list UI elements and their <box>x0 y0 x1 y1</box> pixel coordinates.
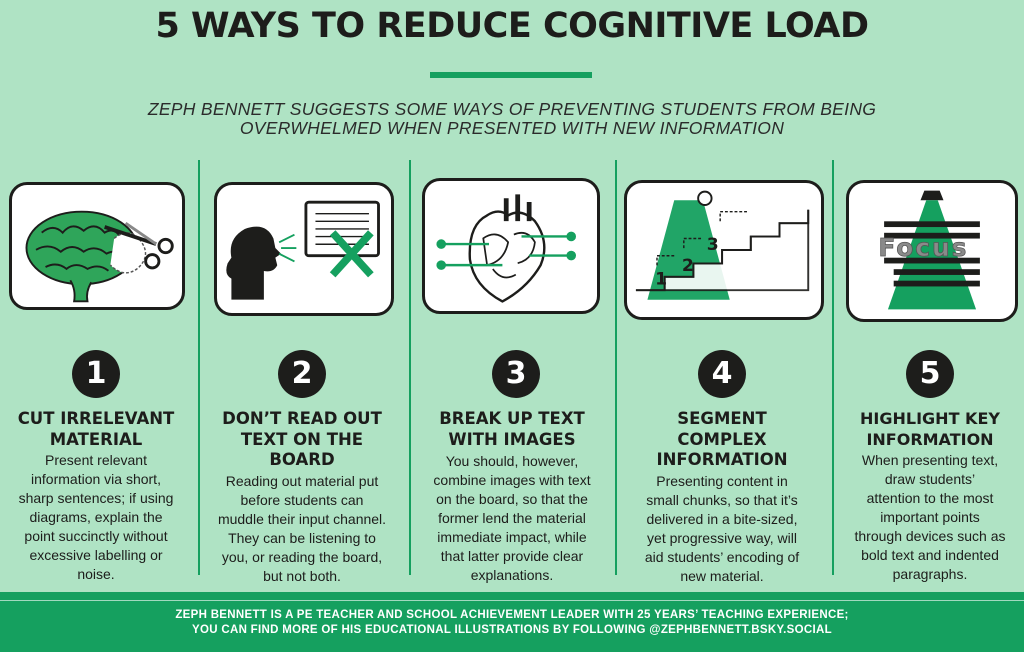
tip-2-illustration <box>214 182 394 316</box>
tip-2-title-line: BOARD <box>269 450 335 469</box>
tip-4-illustration: 1 2 3 <box>624 180 824 320</box>
tip-5-description-line: When presenting text, <box>861 452 999 468</box>
tip-5-number-badge: 5 <box>906 350 954 398</box>
tip-1-description: Present relevant information via short, … <box>0 451 198 584</box>
tip-1-title-line: MATERIAL <box>49 429 143 449</box>
tip-2-description-line: They can be listening to <box>228 530 376 546</box>
numbered-staircase-icon: 1 2 3 <box>635 190 810 300</box>
tip-3-description-line: on the board, so that the <box>436 491 588 507</box>
tip-1-description-line: Present relevant <box>45 452 147 468</box>
tip-4-title-line: COMPLEX <box>677 429 767 449</box>
tip-3-title: BREAK UP TEXT WITH IMAGES <box>410 409 614 450</box>
tip-4-description: Presenting content in small chunks, so t… <box>620 472 824 586</box>
subtitle-line-2: OVERWHELMED WHEN PRESENTED WITH NEW INFO… <box>239 118 785 138</box>
tip-5-illustration: Focus <box>846 180 1018 322</box>
tip-1-description-line: excessive labelling or <box>29 547 163 563</box>
tip-4-description-line: delivered in a bite-sized, <box>646 511 798 527</box>
column-divider <box>615 160 617 575</box>
tip-5-description-line: through devices such as <box>854 528 1006 544</box>
tip-2-title-line: DON’T READ OUT <box>222 409 382 428</box>
stair-step-label: 2 <box>682 256 694 276</box>
tip-column-4: 1 2 3 4 SEGMENT COMPLEX INFORMATION Pres… <box>620 178 824 584</box>
tip-3-number-badge: 3 <box>492 350 540 398</box>
tip-1-description-line: information via short, <box>31 471 161 487</box>
tip-3-title-line: BREAK UP TEXT <box>439 409 585 428</box>
tip-5-title-line: HIGHLIGHT KEY <box>860 409 1000 428</box>
tip-5-title-line: INFORMATION <box>866 429 994 449</box>
tip-5-description-line: bold text and indented <box>861 547 999 563</box>
tip-3-title-line: WITH IMAGES <box>448 429 576 449</box>
tip-4-title-line: INFORMATION <box>656 450 788 469</box>
tip-3-description-line: explanations. <box>470 567 554 583</box>
tip-5-title: HIGHLIGHT KEY INFORMATION <box>828 409 1024 450</box>
tip-3-description: You should, however, combine images with… <box>410 452 614 585</box>
tip-1-title: CUT IRRELEVANT MATERIAL <box>0 409 198 450</box>
infographic-subtitle: ZEPH BENNETT SUGGESTS SOME WAYS OF PREVE… <box>60 100 964 138</box>
tip-2-description-line: but not both. <box>263 568 341 584</box>
tip-4-description-line: aid students’ encoding of <box>644 549 800 565</box>
tip-3-description-line: that latter provide clear <box>440 548 584 564</box>
title-underline <box>430 72 592 78</box>
tip-2-description-line: you, or reading the board, <box>221 549 383 565</box>
stair-step-label: 3 <box>707 235 719 255</box>
tip-2-description-line: muddle their input channel. <box>217 511 387 527</box>
tip-1-illustration <box>9 182 185 310</box>
tip-column-5: Focus 5 HIGHLIGHT KEY INFORMATION When p… <box>828 178 1024 582</box>
tip-1-description-line: noise. <box>77 566 115 582</box>
tip-4-title: SEGMENT COMPLEX INFORMATION <box>620 409 824 471</box>
tip-1-title-line: CUT IRRELEVANT <box>17 409 175 428</box>
speaking-head-board-icon <box>226 200 380 300</box>
tip-1-description-line: point succinctly without <box>24 528 168 544</box>
tip-column-3: 3 BREAK UP TEXT WITH IMAGES You should, … <box>410 178 614 583</box>
tip-4-title-line: SEGMENT <box>677 409 767 428</box>
footer-credit: ZEPH BENNETT IS A PE TEACHER AND SCHOOL … <box>0 608 1024 638</box>
tip-4-description-line: Presenting content in <box>656 473 788 489</box>
tip-1-number-badge: 1 <box>72 350 120 398</box>
stair-step-label: 1 <box>655 269 667 289</box>
tip-2-description-line: Reading out material put <box>225 473 379 489</box>
tip-5-description-line: important points <box>880 509 980 525</box>
tip-1-description-line: sharp sentences; if using <box>18 490 174 506</box>
tip-3-description-line: You should, however, <box>445 453 579 469</box>
tip-2-description: Reading out material put before students… <box>200 472 404 586</box>
tip-3-illustration <box>422 178 600 314</box>
footer-rule <box>0 600 1024 601</box>
tip-5-description-line: paragraphs. <box>892 566 968 582</box>
footer-banner: ZEPH BENNETT IS A PE TEACHER AND SCHOOL … <box>0 592 1024 652</box>
tip-5-description-line: attention to the most <box>866 490 994 506</box>
subtitle-line-1: ZEPH BENNETT SUGGESTS SOME WAYS OF PREVE… <box>147 99 877 119</box>
tip-3-description-line: former lend the material <box>438 510 586 526</box>
tip-4-number-badge: 4 <box>698 350 746 398</box>
tip-1-description-line: diagrams, explain the <box>29 509 163 525</box>
labelled-heart-diagram-icon <box>436 194 576 303</box>
brain-scissors-icon <box>25 210 174 303</box>
tip-2-description-line: before students can <box>240 492 364 508</box>
column-divider <box>198 160 200 575</box>
spotlight-focus-icon: Focus <box>878 190 980 310</box>
infographic-title: 5 WAYS TO REDUCE COGNITIVE LOAD <box>155 6 869 46</box>
tip-5-description-line: draw students’ <box>884 471 976 487</box>
tip-2-number-badge: 2 <box>278 350 326 398</box>
tip-column-1: 1 CUT IRRELEVANT MATERIAL Present releva… <box>0 178 198 582</box>
tip-5-description: When presenting text, draw students’ att… <box>828 451 1024 584</box>
tip-3-description-line: immediate impact, while <box>437 529 587 545</box>
column-divider <box>832 160 834 575</box>
tip-4-description-line: small chunks, so that it’s <box>646 492 798 508</box>
tip-2-title-line: TEXT ON THE <box>240 429 364 449</box>
column-divider <box>409 160 411 575</box>
tip-4-description-line: yet progressive way, will <box>647 530 797 546</box>
tip-3-description-line: combine images with text <box>433 472 591 488</box>
tip-column-2: 2 DON’T READ OUT TEXT ON THE BOARD Readi… <box>200 178 404 584</box>
footer-line-2: YOU CAN FIND MORE OF HIS EDUCATIONAL ILL… <box>192 624 832 636</box>
tip-4-description-line: new material. <box>680 568 764 584</box>
focus-word: Focus <box>878 233 968 262</box>
footer-line-1: ZEPH BENNETT IS A PE TEACHER AND SCHOOL … <box>175 609 849 621</box>
tip-2-title: DON’T READ OUT TEXT ON THE BOARD <box>200 409 404 471</box>
